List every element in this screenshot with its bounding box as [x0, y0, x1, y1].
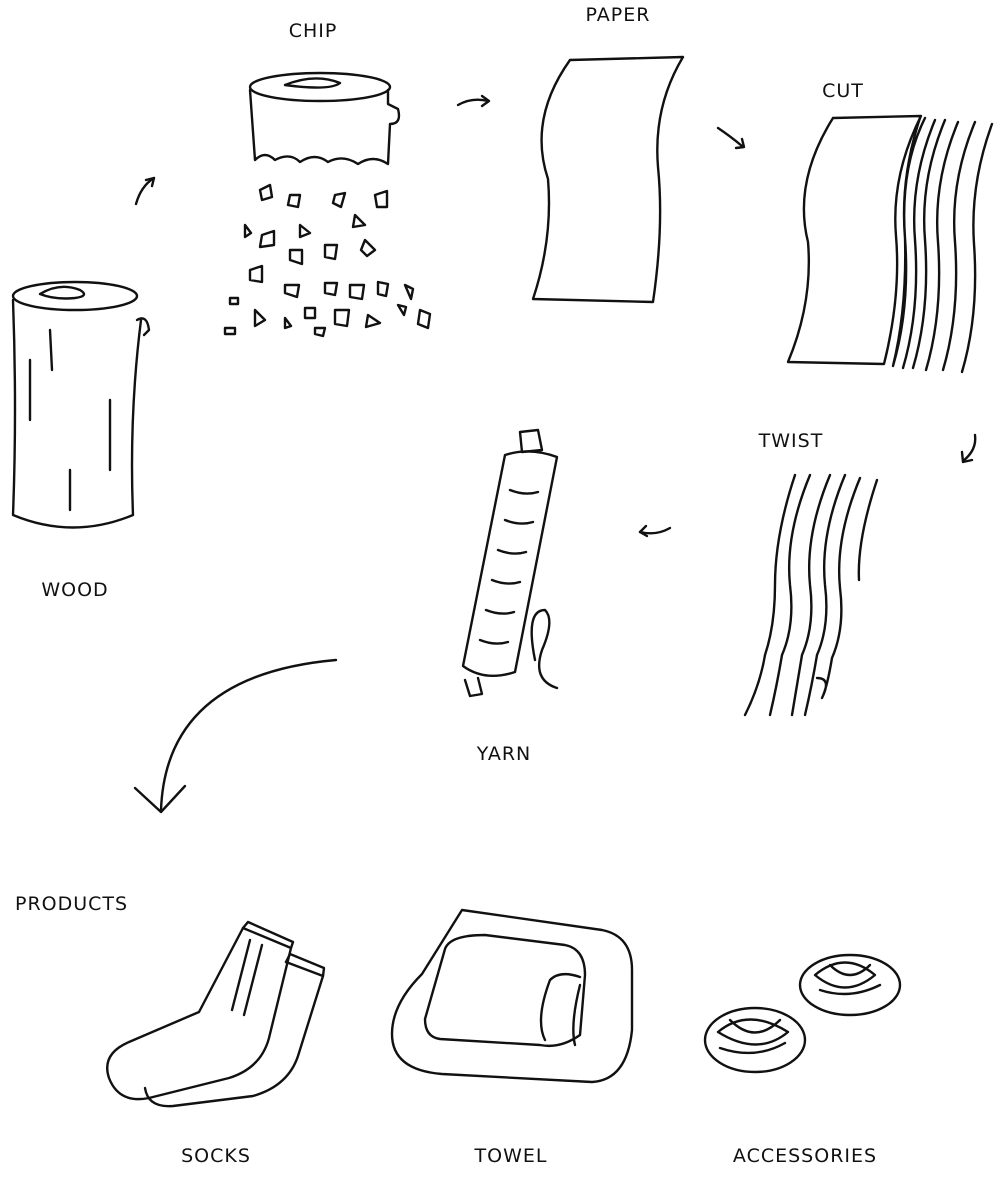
paper-sheet-illustration [531, 55, 685, 304]
product-label-accessories: ACCESSORIES [732, 1145, 878, 1167]
step-label-cut: CUT [822, 80, 864, 102]
arrow-icon [638, 524, 672, 538]
product-label-socks: SOCKS [181, 1145, 251, 1167]
arrow-icon [716, 126, 746, 150]
cut-paper-illustration [786, 114, 994, 374]
yarn-cone-illustration [461, 428, 559, 698]
towel-illustration [390, 908, 634, 1084]
socks-illustration [106, 920, 326, 1108]
product-label-towel: TOWEL [474, 1145, 548, 1167]
chip-illustration [223, 71, 432, 338]
step-label-wood: WOOD [41, 579, 109, 601]
step-label-twist: TWIST [758, 430, 824, 452]
arrow-icon [456, 94, 491, 108]
accessories-knots-illustration [703, 953, 902, 1074]
arrow-icon [960, 433, 977, 464]
arrow-to-products-icon [133, 658, 338, 814]
arrow-icon [134, 176, 156, 206]
step-label-paper: PAPER [585, 4, 651, 26]
twist-strands-illustration [743, 473, 879, 717]
products-heading: PRODUCTS [15, 893, 129, 915]
step-label-chip: CHIP [288, 20, 338, 42]
wood-log-illustration [11, 280, 151, 529]
step-label-yarn: YARN [476, 743, 532, 765]
